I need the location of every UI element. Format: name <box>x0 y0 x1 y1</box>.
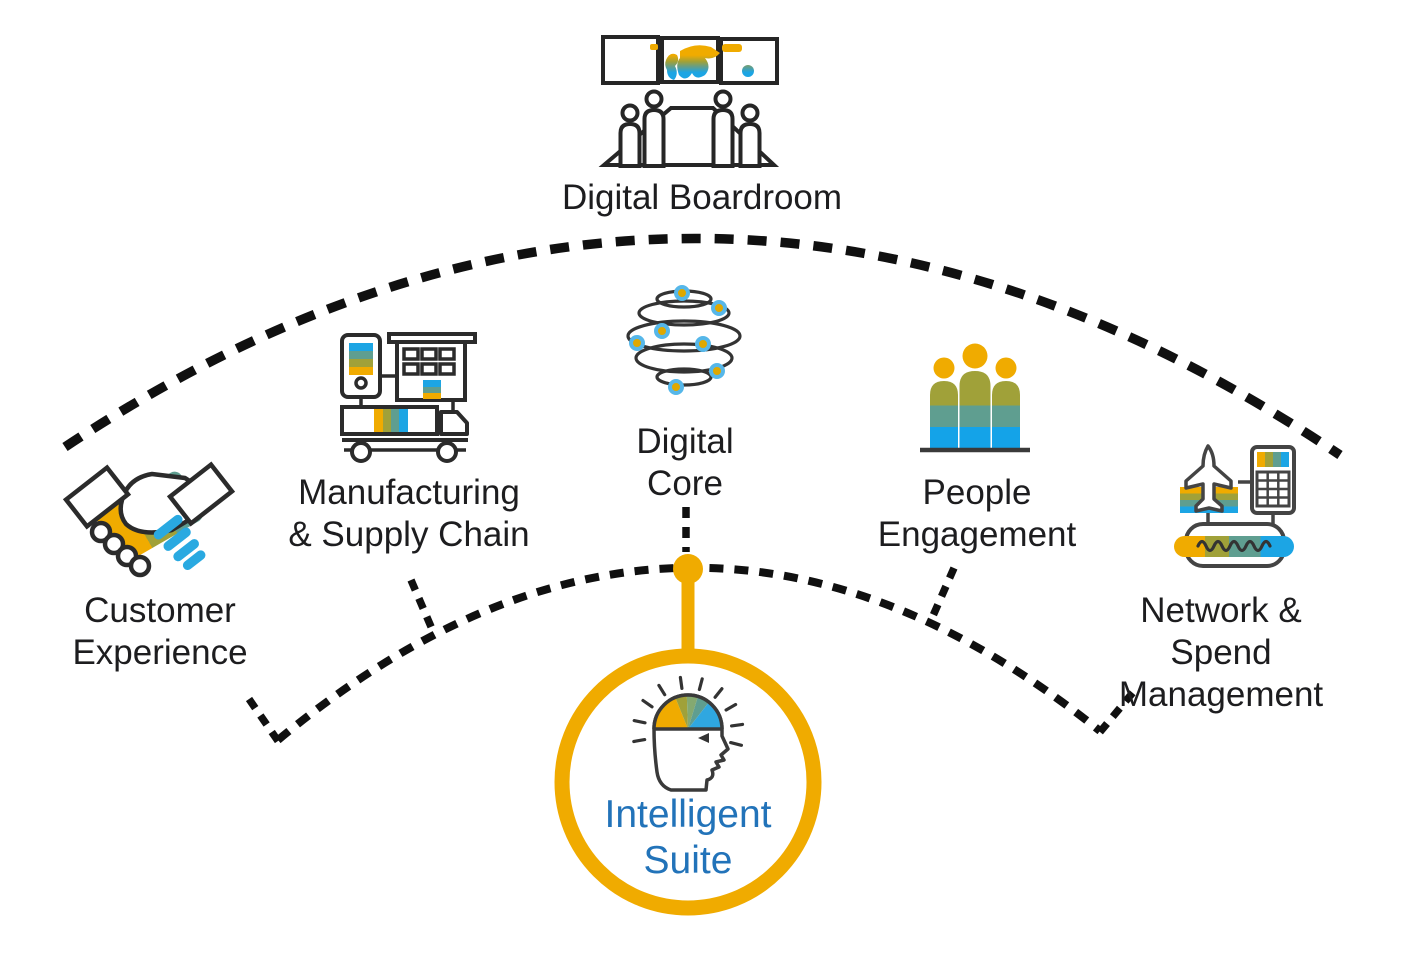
digital-core-label: Digital Core <box>636 422 734 503</box>
arc-end-tick-left <box>245 696 282 744</box>
factory-stack <box>423 380 441 399</box>
idea-rays <box>632 675 745 747</box>
customer-experience-label: Customer Experience <box>72 591 248 672</box>
truck-cab <box>439 410 469 436</box>
intelligent-suite-label: Intelligent Suite <box>604 793 772 882</box>
thinking-head-icon <box>632 675 745 792</box>
wireframe-sphere-icon <box>626 285 742 395</box>
network-spend-management-label: Network & Spend Management <box>1118 591 1324 714</box>
connector-dot <box>673 554 703 584</box>
sphere-nodes <box>629 285 727 395</box>
boardroom-screens-table-icon <box>598 35 780 168</box>
eye-arrow <box>698 733 709 743</box>
handshake-icon <box>62 461 236 578</box>
knuckles <box>89 520 152 578</box>
brain-segments <box>654 694 722 729</box>
manufacturing-supply-chain-label: Manufacturing & Supply Chain <box>288 473 530 554</box>
plane <box>1184 444 1233 513</box>
factory-windows <box>402 347 456 376</box>
boardroom-people <box>618 89 762 168</box>
hotdog-squiggle <box>1196 539 1272 553</box>
people-engagement-label: People Engagement <box>877 473 1077 554</box>
manufacturing-tick <box>407 578 436 631</box>
factory-truck-icon <box>340 332 477 463</box>
hotdog-band <box>1174 536 1294 557</box>
calculator-keys <box>1255 470 1291 508</box>
blue-fingers <box>153 514 206 571</box>
device-bars <box>349 343 373 375</box>
calculator-stripes <box>1257 452 1289 467</box>
cargo-stripes <box>374 409 408 432</box>
arc-end-tick-right <box>1097 687 1138 735</box>
plane-calculator-hotdog-icon <box>1174 444 1296 568</box>
people-tick <box>928 566 958 620</box>
world-map <box>650 44 754 80</box>
cuffs <box>62 461 236 530</box>
people-group-icon <box>920 343 1030 453</box>
digital-boardroom-label: Digital Boardroom <box>561 178 843 217</box>
